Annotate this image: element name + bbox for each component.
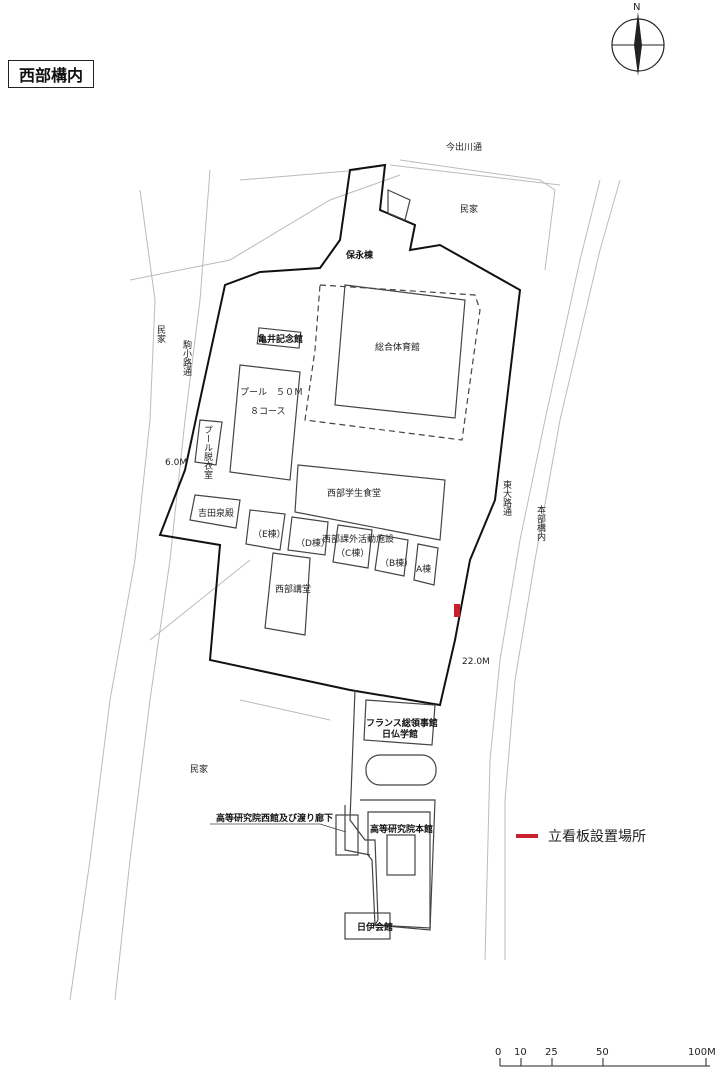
north-label: N bbox=[633, 2, 640, 13]
label-cafeteria: 西部学生食堂 bbox=[327, 487, 381, 499]
roads bbox=[69, 159, 621, 1001]
legend: 立看板設置場所 bbox=[516, 826, 646, 846]
area-label-minka-south: 民家 bbox=[190, 763, 208, 775]
label-pool-1: プール ５０Ｍ bbox=[240, 387, 303, 398]
label-france-1: フランス総領事館 bbox=[366, 717, 438, 729]
page-title: 西部構内 bbox=[8, 60, 94, 88]
legend-label: 立看板設置場所 bbox=[548, 829, 646, 845]
road-label-imadegawa: 今出川通 bbox=[446, 141, 482, 153]
scale-bar: 0 10 25 50 100M bbox=[495, 1047, 716, 1067]
scale-tick-25: 25 bbox=[545, 1047, 558, 1058]
north-arrow-icon: N bbox=[611, 2, 665, 76]
label-hoei: 保永棟 bbox=[345, 249, 374, 261]
road-width-east: 22.0M bbox=[462, 657, 490, 667]
label-kokenken-west: 高等研究院西館及び渡り廊下 bbox=[216, 812, 333, 824]
label-c: （C棟） bbox=[336, 547, 369, 559]
label-e: （E棟） bbox=[253, 528, 286, 540]
label-a: A棟 bbox=[416, 563, 431, 575]
area-label-minka-west: 民家 bbox=[155, 325, 166, 343]
signboard-legend-swatch bbox=[516, 834, 538, 838]
label-club: 西部課外活動施設 bbox=[322, 533, 394, 545]
scale-tick-100: 100M bbox=[688, 1047, 716, 1058]
label-d: （D棟） bbox=[296, 537, 330, 549]
label-gym: 総合体育館 bbox=[375, 341, 420, 353]
scale-tick-0: 0 bbox=[495, 1047, 501, 1058]
label-kodo: 西部講堂 bbox=[275, 583, 311, 595]
road-label-komakoji: 駒小路通 bbox=[181, 339, 192, 377]
label-b: （B棟） bbox=[380, 557, 413, 569]
buildings bbox=[189, 284, 481, 940]
label-changing: プール脱衣室 bbox=[202, 425, 213, 479]
label-kokenken-main: 高等研究院本館 bbox=[370, 823, 433, 835]
scale-tick-50: 50 bbox=[596, 1047, 609, 1058]
signboard-location-marker bbox=[454, 604, 460, 617]
area-label-minka-north: 民家 bbox=[460, 203, 478, 215]
label-yoshida: 吉田泉殿 bbox=[198, 507, 234, 519]
campus-boundary bbox=[158, 163, 522, 931]
road-label-higashioji: 東大路通 bbox=[501, 479, 512, 517]
road-width-west: 6.0M bbox=[165, 458, 187, 468]
label-france-2: 日仏学館 bbox=[382, 728, 418, 740]
area-label-honbu: 本部構内 bbox=[535, 504, 546, 542]
label-nichii: 日伊会館 bbox=[357, 921, 393, 933]
scale-tick-10: 10 bbox=[514, 1047, 527, 1058]
label-kamei: 亀井記念館 bbox=[258, 333, 303, 345]
label-pool-2: ８コース bbox=[250, 407, 286, 417]
